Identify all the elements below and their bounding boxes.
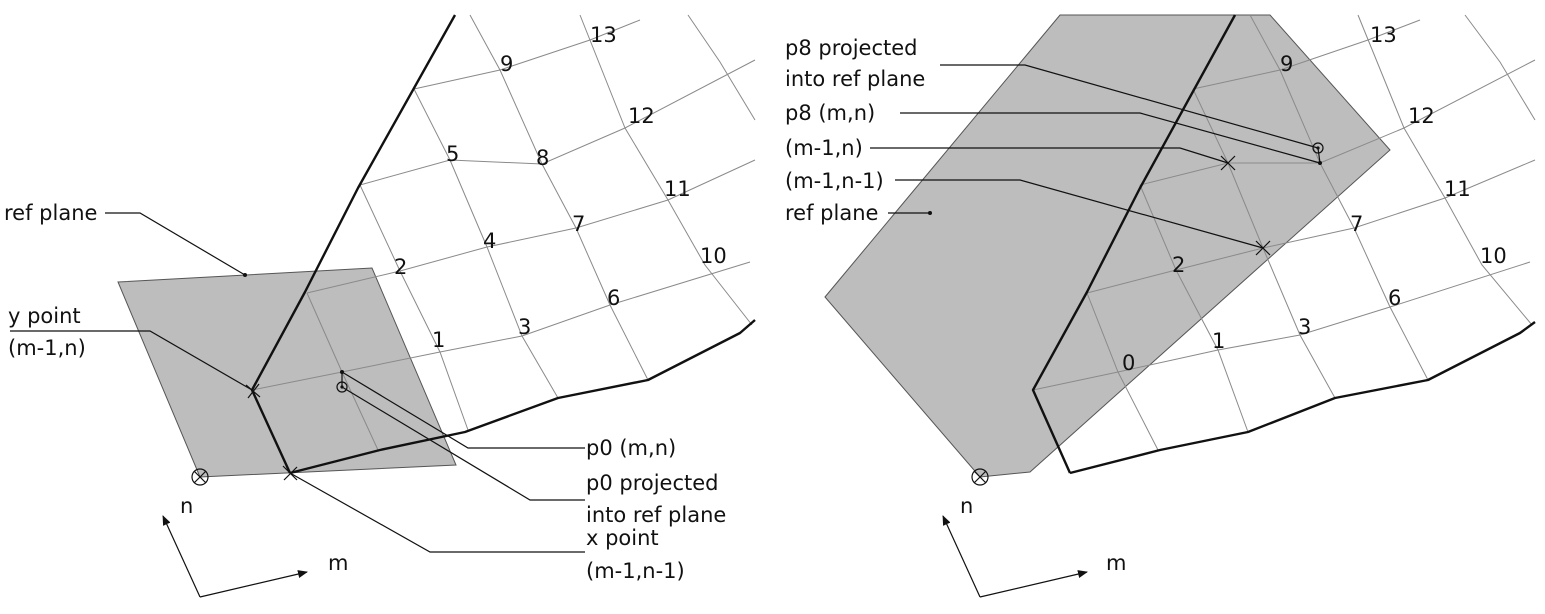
- right-grid-numbers: 0 1 2 3 6 7 9 10 11 12 13: [1122, 23, 1507, 375]
- left-grid-numbers: 1 2 3 4 5 6 7 8 9 10 11 12 13: [394, 23, 727, 352]
- right-axis-n-label: n: [960, 494, 973, 518]
- left-grid-number: 11: [664, 177, 691, 201]
- right-grid-col-3: [1249, 14, 1429, 381]
- left-boundary-edge-lower: [289, 319, 756, 475]
- left-grid-row-1: [306, 159, 756, 294]
- left-p0-label: p0 (m,n): [586, 436, 676, 460]
- right-axis-n: [942, 515, 981, 598]
- right-panel: 0 1 2 3 6 7 9 10 11 12 13 p8 projected i…: [785, 14, 1536, 598]
- right-grid: [1032, 14, 1536, 451]
- right-p8-label: p8 (m,n): [785, 101, 875, 125]
- right-grid-col-0: [1086, 292, 1159, 451]
- right-m1-n1-label: (m-1,n-1): [785, 169, 884, 193]
- left-grid-number: 13: [590, 23, 617, 47]
- left-p0-projected-leader: [341, 386, 585, 501]
- right-grid-number: 12: [1408, 104, 1435, 128]
- left-y-point-mark: [245, 383, 261, 399]
- right-origin-symbol: [971, 468, 989, 486]
- right-axes: n m: [942, 494, 1126, 598]
- left-grid-col-4: [579, 14, 753, 326]
- right-m1-n-leader: [870, 147, 1229, 164]
- right-p8-projected-marker: [1312, 142, 1324, 154]
- left-y-point-leader: [10, 330, 253, 391]
- right-grid-number: 6: [1388, 286, 1401, 310]
- left-grid-number: 1: [432, 328, 445, 352]
- left-origin-symbol: [191, 468, 209, 486]
- left-grid-number: 2: [394, 255, 407, 279]
- left-y-point-label: y point: [8, 304, 81, 328]
- right-boundary-edge-upper: [1031, 14, 1237, 474]
- right-ref-plane-label: ref plane: [785, 201, 878, 225]
- right-axis-m-label: m: [1106, 551, 1126, 575]
- left-boundary-edge-upper: [250, 14, 457, 474]
- right-p8-leader: [900, 112, 1321, 164]
- right-grid-number: 0: [1122, 351, 1135, 375]
- left-x-point-label: x point: [586, 526, 659, 550]
- left-grid: [251, 14, 756, 451]
- right-p8-projection-line: [1317, 147, 1321, 164]
- left-grid-number: 8: [536, 146, 549, 170]
- right-boundary-edge-lower: [1069, 321, 1536, 475]
- left-grid-col-5: [687, 14, 756, 121]
- right-grid-number: 11: [1444, 177, 1471, 201]
- right-grid-row-3: [1192, 19, 1421, 90]
- left-axis-m-label: m: [328, 551, 348, 575]
- left-grid-number: 4: [483, 229, 496, 253]
- right-grid-number: 10: [1480, 244, 1507, 268]
- left-grid-number: 7: [572, 212, 585, 236]
- right-m1-n1-leader: [895, 179, 1264, 249]
- right-grid-number: 2: [1172, 253, 1185, 277]
- right-m1-n-label: (m-1,n): [785, 136, 863, 160]
- right-grid-col-4: [1357, 14, 1533, 326]
- left-grid-col-1: [359, 184, 469, 431]
- left-grid-number: 12: [628, 104, 655, 128]
- right-grid-col-1: [1139, 184, 1249, 433]
- right-grid-row-0: [1032, 261, 1531, 391]
- left-grid-number: 3: [518, 315, 531, 339]
- right-axis-m: [979, 570, 1088, 598]
- left-ref-plane-label: ref plane: [4, 201, 97, 225]
- right-p8-projected-label: p8 projected: [785, 36, 918, 60]
- left-grid-number: 10: [700, 244, 727, 268]
- left-axis-n: [162, 515, 201, 598]
- left-y-point-coords: (m-1,n): [8, 336, 86, 360]
- left-x-point-leader: [289, 472, 585, 553]
- left-grid-number: 5: [446, 142, 459, 166]
- right-grid-number: 7: [1350, 212, 1363, 236]
- left-x-point-coords: (m-1,n-1): [586, 559, 685, 583]
- left-ref-plane-leader: [105, 212, 246, 276]
- left-ref-plane-shape: [117, 267, 457, 478]
- right-grid-row-1: [1086, 159, 1536, 294]
- left-panel: 1 2 3 4 5 6 7 8 9 10 11 12 13 ref plane …: [4, 14, 756, 598]
- left-p0-projected-label: p0 projected: [586, 471, 719, 495]
- right-grid-number: 13: [1370, 23, 1397, 47]
- right-grid-number: 9: [1280, 52, 1293, 76]
- left-axes: n m: [162, 494, 348, 598]
- left-p0-projected-label-2: into ref plane: [586, 503, 726, 527]
- left-grid-number: 6: [607, 286, 620, 310]
- left-p0-leader: [341, 371, 585, 449]
- right-p8-projected-label-2: into ref plane: [785, 67, 925, 91]
- left-axis-m: [199, 570, 308, 598]
- right-grid-col-5: [1464, 14, 1536, 121]
- left-axis-n-label: n: [180, 494, 193, 518]
- right-p8-projected-leader: [940, 64, 1319, 149]
- left-grid-row-0: [251, 261, 751, 391]
- right-grid-number: 1: [1212, 329, 1225, 353]
- left-grid-col-2: [413, 88, 559, 399]
- left-grid-number: 9: [500, 52, 513, 76]
- left-grid-col-3: [469, 14, 649, 381]
- right-grid-number: 3: [1298, 315, 1311, 339]
- left-grid-row-3: [413, 19, 641, 90]
